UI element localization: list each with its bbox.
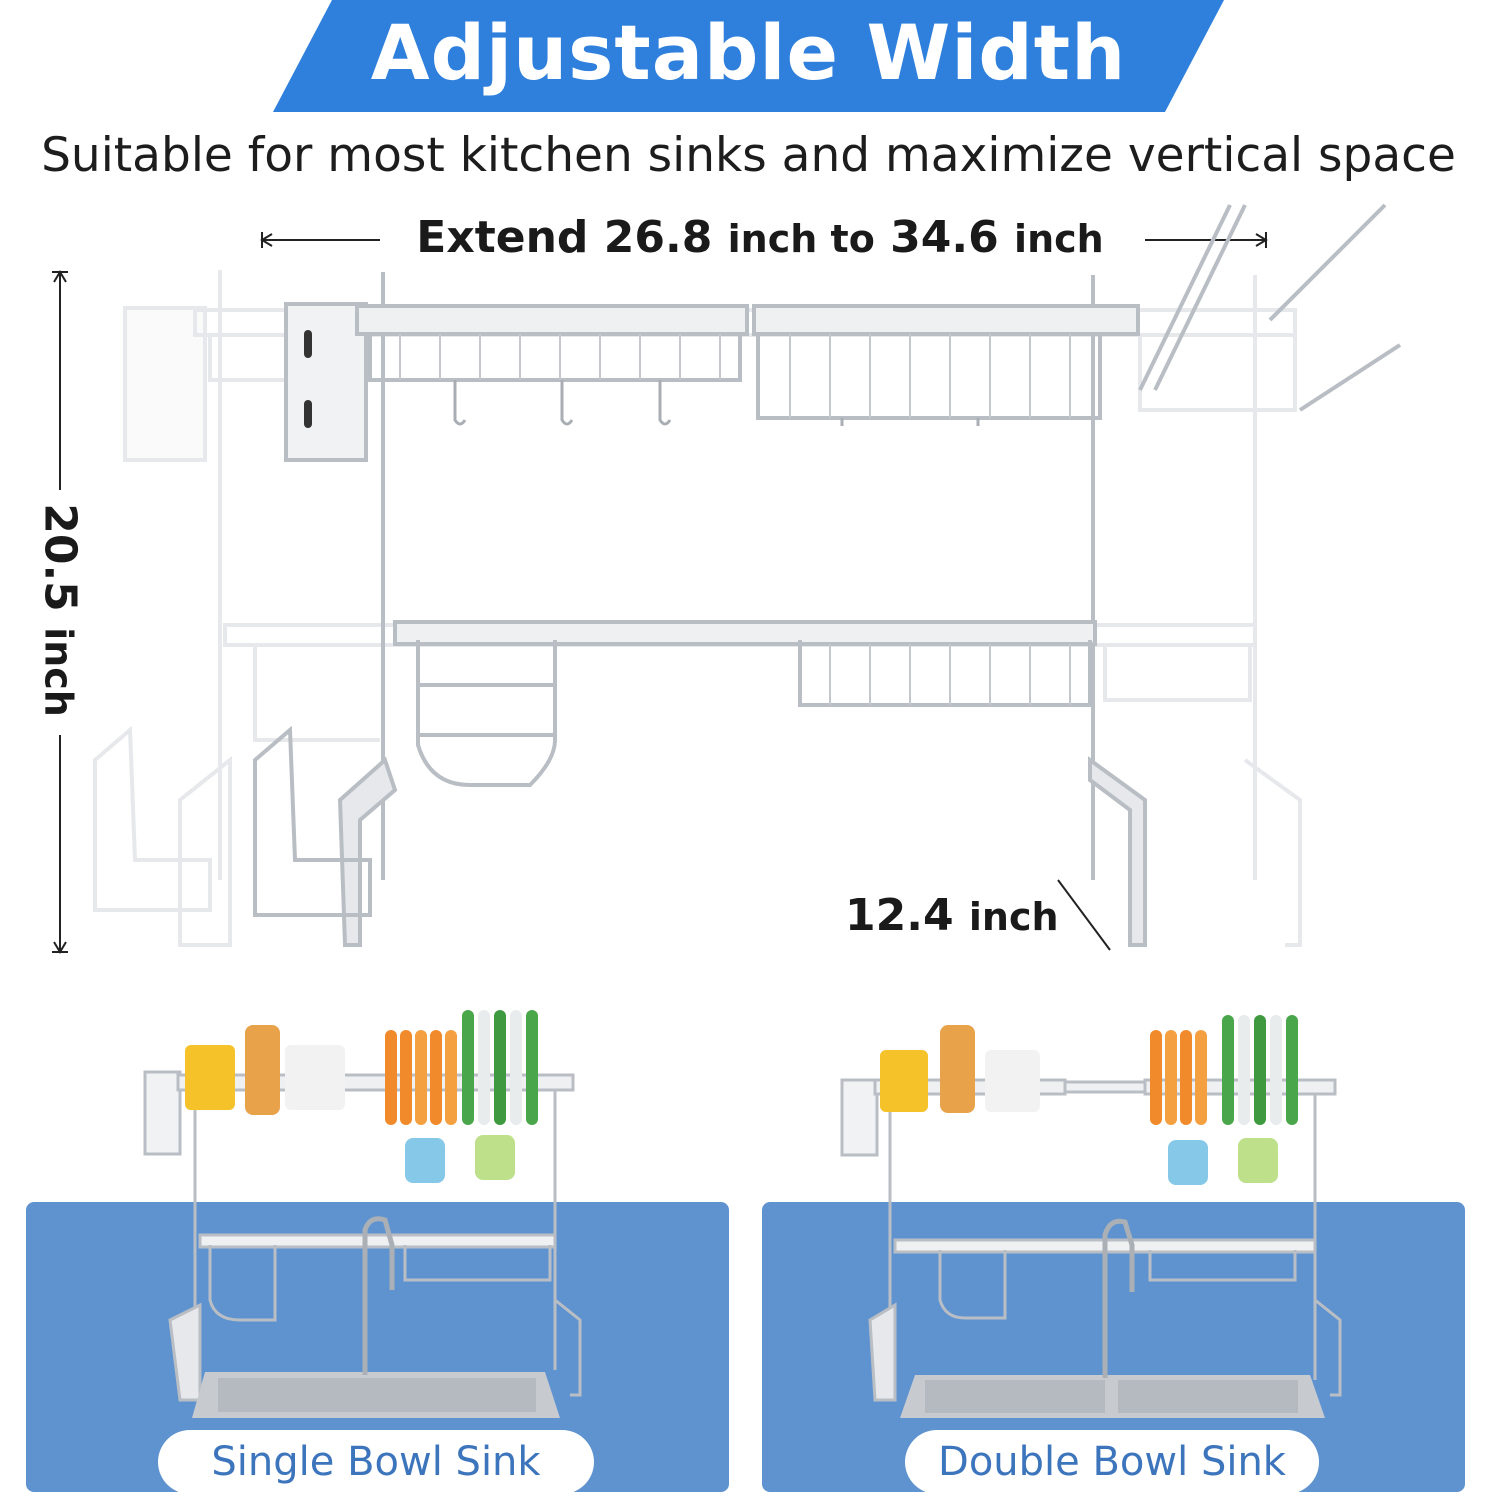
single-sink-basin: [192, 1216, 560, 1418]
single-sink-dishes: [185, 1010, 538, 1183]
page-title: Adjustable Width: [370, 8, 1127, 97]
width-dimension-line: [260, 232, 1268, 248]
title-banner: [273, 0, 1224, 112]
depth-dimension-line: [1057, 879, 1111, 951]
width-label: Extend 26.8 inch to 34.6 inch: [416, 212, 1104, 263]
double-sink-rack: [840, 1078, 1342, 1402]
double-bowl-sink-label: Double Bowl Sink: [905, 1430, 1319, 1494]
depth-label: 12.4 inch: [845, 890, 1059, 941]
extended-rack-outline: [93, 270, 1302, 947]
double-sink-basin: [900, 1218, 1325, 1418]
double-sink-dishes: [880, 1015, 1298, 1185]
height-dimension-line: [52, 270, 68, 954]
page-subtitle: Suitable for most kitchen sinks and maxi…: [41, 128, 1456, 183]
dish-rack-diagram: [52, 203, 1402, 954]
rack-frame: [253, 203, 1402, 947]
single-bowl-sink-label: Single Bowl Sink: [158, 1430, 594, 1494]
rack-basket-bars: [399, 334, 1071, 705]
hooks: [453, 380, 980, 426]
